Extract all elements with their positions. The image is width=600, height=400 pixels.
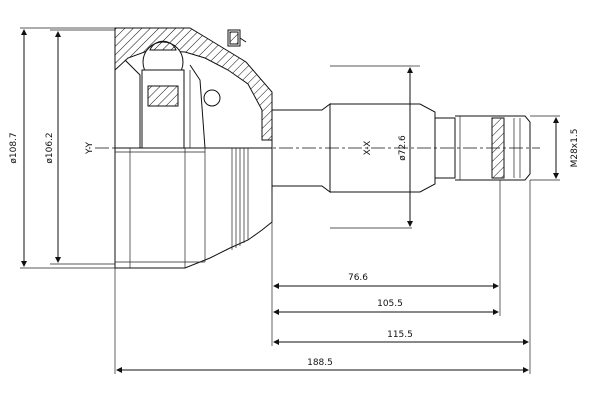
- length-total-label: 188.5: [307, 358, 333, 368]
- thread-spec-label: M28x1.5: [570, 129, 580, 168]
- section-y-label: Y-Y: [85, 141, 95, 155]
- inner-diameter-label: ø106.2: [45, 132, 55, 163]
- shaft-diameter-label: ø72.6: [398, 135, 408, 161]
- length-3-label: 115.5: [387, 330, 413, 340]
- outer-diameter-dim: ø108.7: [9, 27, 115, 269]
- outer-diameter-label: ø108.7: [9, 132, 19, 163]
- housing: [114, 27, 273, 269]
- length-dim-total: 188.5: [116, 358, 529, 373]
- length-dim-2: 105.5: [273, 290, 501, 316]
- inner-diameter-dim: ø106.2: [45, 29, 115, 265]
- shaft: [272, 103, 531, 193]
- length-dim-3: 115.5: [273, 330, 529, 345]
- length-1-label: 76.6: [348, 273, 368, 283]
- length-2-label: 105.5: [377, 299, 403, 309]
- thread-dim: M28x1.5: [530, 115, 580, 181]
- shaft-diameter-dim: ø72.6: [330, 65, 420, 229]
- section-x-label: X-X: [363, 141, 373, 156]
- length-dim-1: 76.6: [273, 273, 499, 289]
